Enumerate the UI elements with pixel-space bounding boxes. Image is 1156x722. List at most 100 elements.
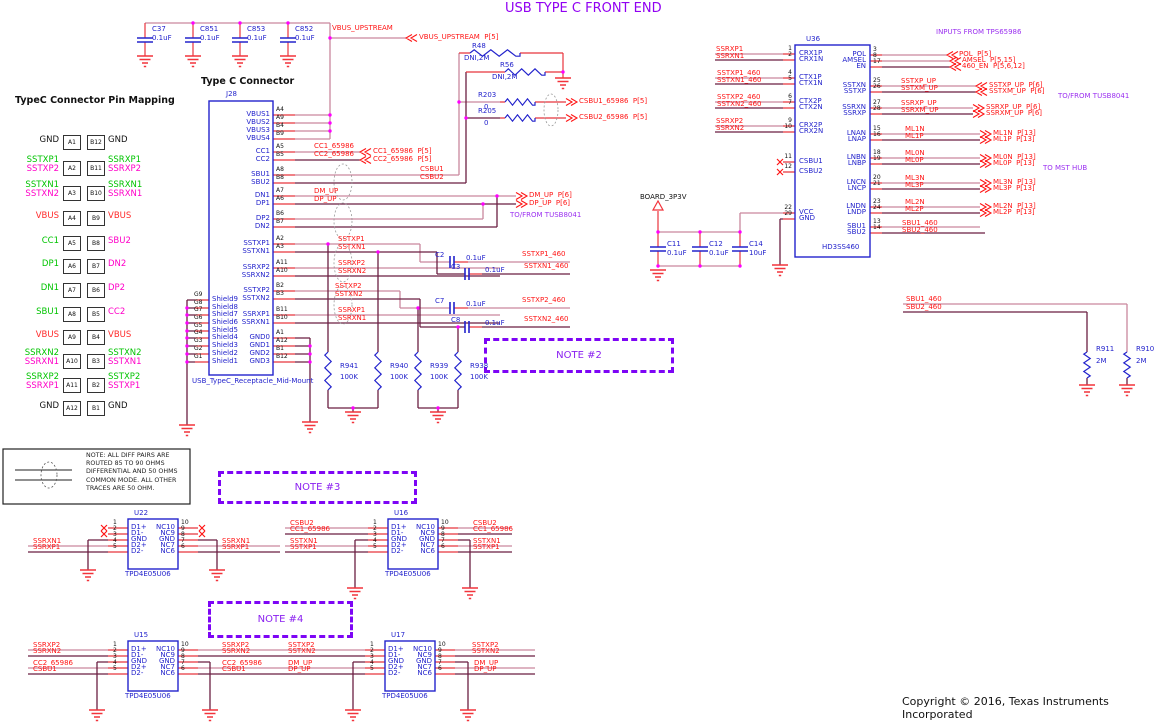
u15-part: TPD4E05U06 <box>125 692 171 700</box>
pinmap-pin-b: B9 <box>87 211 105 226</box>
esd-pin-name: D1+ <box>388 645 404 653</box>
net-u17-r-dp-up: DP_UP <box>474 665 497 673</box>
esd-pin-name: GND <box>131 535 148 543</box>
pinmap-label: SSRXP2 <box>108 164 142 174</box>
net-sstxp1-460: SSTXP1_460 <box>522 250 566 258</box>
u36-pin-num: 5 <box>788 75 792 82</box>
u36-pin-num: 26 <box>873 83 881 90</box>
net-u16-r-sstxn1: SSTXN1 <box>473 537 501 545</box>
net-sbu2-460-b: SBU2_460 <box>906 303 942 311</box>
net-u36-ssrxn2: SSRXN2 <box>716 124 745 132</box>
esd-pin-name: NC6 <box>417 669 432 677</box>
u36-pin-name: CRX1N <box>799 55 824 63</box>
net-cc2-65986: CC2_65986 <box>314 150 354 158</box>
net-u16-l-sstxn1: SSTXN1 <box>290 537 318 545</box>
u36-pin-num: 24 <box>873 204 881 211</box>
pinmap-label: DN2 <box>108 259 127 269</box>
offpage-ssrxp-up: SSRXP_UP P[6] <box>986 103 1041 111</box>
u36-pin-num: 17 <box>873 58 881 65</box>
cap-c14-ref: C14 <box>749 240 763 248</box>
pinmap-pin-b: B2 <box>87 378 105 393</box>
net-u16-l-sstxp1: SSTXP1 <box>290 543 317 551</box>
pinmap-pin-a: A10 <box>63 354 81 369</box>
cap-c851-val: 0.1uF <box>200 34 220 42</box>
u36-pin-num: 27 <box>873 99 881 106</box>
net-sbu2-460: SBU2_460 <box>902 226 938 234</box>
pinmap-label: VBUS <box>108 211 132 221</box>
note4-box: NOTE #4 <box>208 601 353 638</box>
cap-c11-ref: C11 <box>667 240 681 248</box>
j28-pin-name: SSRXN2 <box>241 271 270 279</box>
j28-shield-name: Shield3 <box>212 341 238 349</box>
pinmap-label: SSTXP2 <box>26 164 59 174</box>
j28-pin-name: SBU2 <box>251 178 270 186</box>
ann-tusb8041: TO/FROM TUSB8041 <box>1058 92 1130 100</box>
j28-pin-num: B2 <box>276 282 284 289</box>
net-ssrxp1: SSRXP1 <box>338 306 366 314</box>
net-ml1n: ML1N <box>905 125 925 133</box>
pinmap-pin-b: B7 <box>87 259 105 274</box>
net-sstxp-up: SSTXP_UP <box>901 77 937 85</box>
offpage-cc2: CC2_65986 P[5] <box>373 155 432 163</box>
net-sstxn2: SSTXN2 <box>335 290 363 298</box>
res-r56-val: DNI,2M <box>492 73 518 81</box>
pinmap-pin-a: A12 <box>63 401 81 416</box>
j28-pin-name: SSTXP1 <box>243 239 270 247</box>
net-ssrxm-up: SSRXM_UP <box>901 106 939 114</box>
u36-pin-name: CTX2P <box>799 97 822 105</box>
pinmap-pin-a: A1 <box>63 135 81 150</box>
j28-pin-name: CC1 <box>255 147 270 155</box>
pinmap-label: SSTXP2 <box>108 372 141 382</box>
j28-pin-name: VBUS4 <box>246 134 270 142</box>
esd-pin-num: 6 <box>441 543 445 550</box>
j28-pin-num: A8 <box>276 166 284 173</box>
u36-pin-num: 22 <box>784 204 792 211</box>
j28-pin-num: B5 <box>276 151 284 158</box>
net-u36-ssrxp1: SSRXP1 <box>716 45 744 53</box>
u36-pin-name: CRX2P <box>799 121 823 129</box>
esd-pin-name: NC6 <box>160 669 175 677</box>
res-r941-ref: R941 <box>340 362 359 370</box>
j28-shield-name: Shield4 <box>212 333 238 341</box>
j28-pin-name: GND1 <box>249 341 270 349</box>
u36-pin-name: LNBP <box>847 159 866 167</box>
ann-tusb8041-mid: TO/FROM TUSB8041 <box>510 211 582 219</box>
cap-c8-val: 0.1uF <box>485 319 505 327</box>
esd-pin-num: 10 <box>441 519 449 526</box>
j28-pin-name: CC2 <box>255 155 270 163</box>
cap-c853-val: 0.1uF <box>247 34 267 42</box>
cap-c852-ref: C852 <box>295 25 314 33</box>
u36-pin-name: SSTXP <box>843 87 866 95</box>
u36-pin-name: CRX1P <box>799 49 823 57</box>
j28-part: USB_TypeC_Receptacle_Mid-Mount <box>192 377 314 385</box>
esd-pin-num: 1 <box>370 641 374 648</box>
j28-shield-name: Shield1 <box>212 357 238 365</box>
esd-pin-num: 10 <box>438 641 446 648</box>
esd-pin-name: D1- <box>388 651 401 659</box>
res-r48-ref: R48 <box>472 42 486 50</box>
j28-pin-name: SSTXN1 <box>242 247 270 255</box>
u36-pin-name: LNDP <box>847 208 866 216</box>
j28-pin-name: DP2 <box>255 214 270 222</box>
u36-pin-num: 11 <box>784 153 792 160</box>
esd-pin-name: NC10 <box>415 523 435 531</box>
pinmap-label: VBUS <box>108 330 132 340</box>
esd-pin-name: D2+ <box>131 663 147 671</box>
offpage-sstxp-up: SSTXP_UP P[6] <box>989 81 1043 89</box>
net-csbu1: CSBU1 <box>420 165 444 173</box>
u22-ref: U22 <box>134 509 149 517</box>
pinmap-label: SSRXP1 <box>25 381 59 391</box>
pinmap-pin-a: A11 <box>63 378 81 393</box>
esd-pin-name: NC7 <box>420 541 435 549</box>
cap-c7-val: 0.1uF <box>466 300 486 308</box>
cap-c37-ref: C37 <box>152 25 166 33</box>
j28-pin-num: A4 <box>276 106 284 113</box>
net-sstxn1: SSTXN1 <box>338 243 366 251</box>
u36-ref: U36 <box>806 35 821 43</box>
u16-part: TPD4E05U06 <box>385 570 431 578</box>
u36-pin-name: CSBU2 <box>799 167 823 175</box>
offpage-vbus-upstream: VBUS_UPSTREAM P[5] <box>419 33 499 41</box>
j28-pin-num: A6 <box>276 195 284 202</box>
j28-shield-name: Shield5 <box>212 326 238 334</box>
net-csbu2: CSBU2 <box>420 173 444 181</box>
